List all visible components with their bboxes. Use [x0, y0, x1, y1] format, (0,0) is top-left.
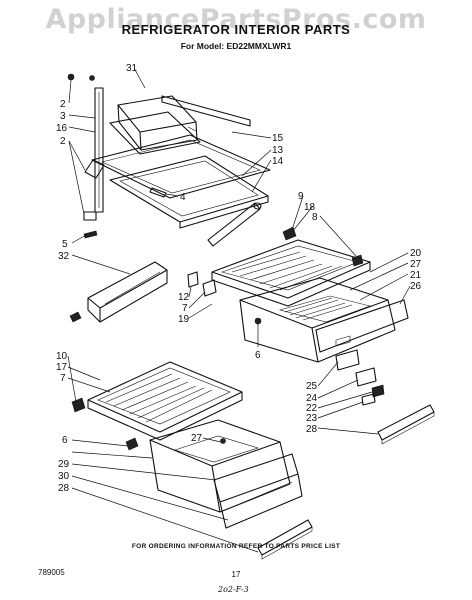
callout-8: 8 [312, 212, 318, 223]
crisper-trim-32 [87, 261, 168, 323]
callout-6-lower: 6 [62, 435, 68, 446]
callout-22: 22 [306, 403, 318, 414]
page-title: REFRIGERATOR INTERIOR PARTS [121, 22, 351, 37]
callout-16: 16 [56, 123, 68, 134]
glide-bracket [187, 271, 217, 297]
watermark: AppliancePartsPros.com [45, 4, 427, 35]
callout-12: 12 [178, 292, 190, 303]
callout-18: 18 [304, 202, 316, 213]
callout-9: 9 [298, 191, 304, 202]
callout-24: 24 [306, 393, 318, 404]
callout-28: 28 [306, 424, 318, 435]
ordering-note: FOR ORDERING INFORMATION REFER TO PARTS … [131, 543, 341, 550]
callout-7-lower: 7 [60, 373, 66, 384]
callout-31: 31 [126, 63, 138, 74]
callout-20: 20 [410, 248, 422, 259]
shelf-rail [67, 73, 105, 221]
callout-13: 13 [272, 145, 284, 156]
callout-numbers: 2 3 16 2 31 15 13 14 4 5 32 9 18 8 20 27… [56, 63, 422, 494]
handwritten-code: 2o2-F-3 [218, 585, 249, 594]
page-number: 17 [231, 570, 241, 579]
callout-17: 17 [56, 362, 68, 373]
callout-6: 6 [255, 350, 261, 361]
crisper-pan-lower [149, 419, 303, 529]
leader-lines [67, 67, 411, 553]
callout-5: 5 [62, 239, 68, 250]
trim-strip-28b [257, 519, 313, 560]
shelf-tube [207, 202, 262, 247]
document-code: 789005 [38, 568, 65, 577]
callout-3: 3 [60, 111, 66, 122]
screw-5 [83, 230, 98, 239]
crisper-pan-upper [239, 277, 409, 363]
callout-14: 14 [272, 156, 284, 167]
deli-tray [109, 95, 201, 155]
callout-28-lower: 28 [58, 483, 70, 494]
lower-shelf [71, 361, 243, 451]
callout-21: 21 [410, 270, 422, 281]
callout-26: 26 [410, 281, 422, 292]
callout-30: 30 [58, 471, 70, 482]
model-subtitle: For Model: ED22MMXLWR1 [180, 41, 292, 51]
callout-4: 4 [180, 192, 186, 203]
screw-4 [149, 187, 167, 198]
callout-27-lower: 27 [191, 433, 203, 444]
callout-10: 10 [56, 351, 68, 362]
humidity-controls [335, 349, 385, 406]
callout-7: 7 [182, 303, 188, 314]
clip-left [69, 311, 82, 323]
callout-19: 19 [178, 314, 190, 325]
callout-25: 25 [306, 381, 318, 392]
upper-shelf [91, 95, 271, 229]
callout-15: 15 [272, 133, 284, 144]
callout-32: 32 [58, 251, 70, 262]
callout-29: 29 [58, 459, 70, 470]
callout-2: 2 [60, 99, 66, 110]
callout-2-lower: 2 [60, 136, 66, 147]
trim-strip-28a [377, 404, 435, 445]
crisper-cover-shelf [211, 226, 371, 307]
callout-23: 23 [306, 413, 318, 424]
callout-27: 27 [410, 259, 422, 270]
